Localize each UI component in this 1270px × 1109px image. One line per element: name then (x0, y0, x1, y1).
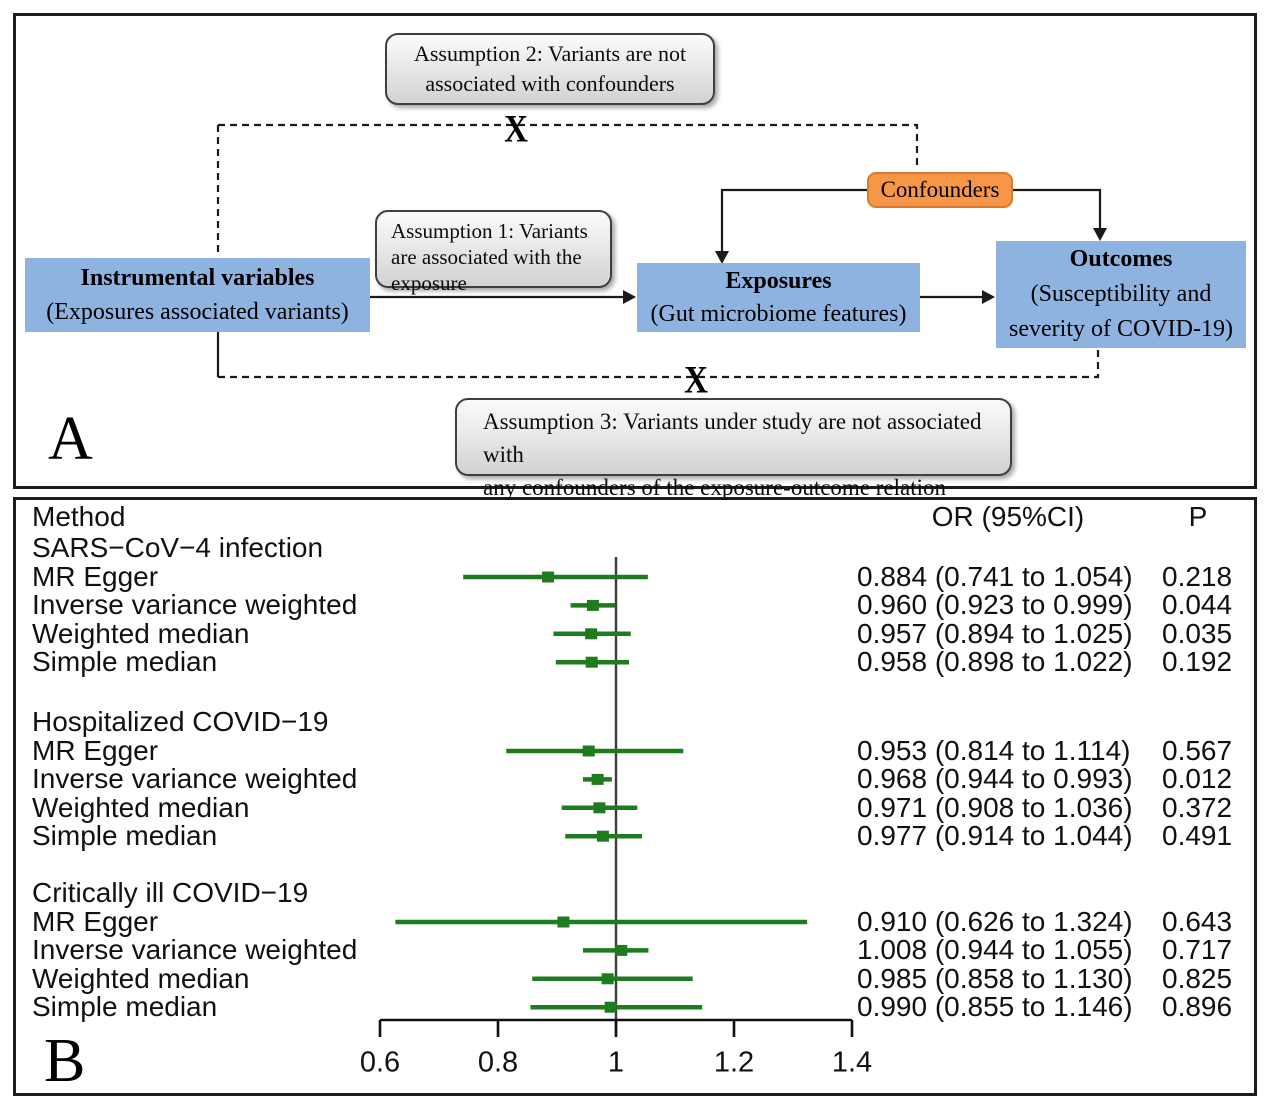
method-label: MR Egger (32, 735, 159, 766)
or-ci-value: 0.884 (0.741 to 1.054) (857, 561, 1133, 592)
exposures-box-subtitle: (Gut microbiome features) (650, 300, 907, 327)
or-marker (557, 916, 570, 928)
or-marker (585, 628, 598, 640)
p-value: 0.567 (1162, 735, 1233, 766)
confounders-label: Confounders (880, 177, 1000, 202)
or-marker (582, 745, 595, 757)
confounders-box: Confounders (867, 172, 1013, 208)
method-label: Simple median (32, 646, 218, 678)
p-value: 0.825 (1162, 962, 1233, 994)
column-header-p: P (1188, 501, 1208, 532)
method-label: Inverse variance weighted (32, 589, 358, 621)
exposures-box: Exposures (Gut microbiome features) (637, 263, 920, 332)
or-marker (542, 571, 555, 583)
assumption2-line1: Assumption 2: Variants are not (413, 41, 687, 66)
assumption2-dashed-path (216, 123, 919, 256)
method-label: MR Egger (32, 906, 159, 937)
or-ci-value: 1.008 (0.944 to 1.055) (857, 934, 1133, 966)
or-ci-value: 0.957 (0.894 to 1.025) (857, 617, 1133, 649)
assumption3-dashed-path (216, 332, 1100, 379)
method-label: Simple median (32, 991, 218, 1023)
p-value: 0.491 (1162, 820, 1233, 852)
p-value: 0.192 (1162, 646, 1233, 678)
outcomes-box-subtitle-line2: severity of COVID-19) (1009, 316, 1233, 342)
iv-to-exposures-arrow (370, 290, 636, 304)
assumption2-line2: associated with confounders (425, 71, 675, 96)
p-value: 0.372 (1162, 791, 1233, 823)
or-ci-value: 0.971 (0.908 to 1.036) (857, 791, 1133, 823)
assumption3-line1: Assumption 3: Variants under study are n… (483, 409, 982, 467)
or-ci-value: 0.910 (0.626 to 1.324) (857, 906, 1133, 937)
group-label: SARS−CoV−4 infection (32, 532, 324, 563)
confounders-to-exposures-arrow (715, 188, 867, 264)
or-ci-value: 0.985 (0.858 to 1.130) (857, 962, 1133, 994)
or-ci-value: 0.958 (0.898 to 1.022) (857, 646, 1133, 678)
cross-mark-assumption2: X (504, 107, 528, 151)
axis-tick-label: 1.4 (831, 1046, 873, 1079)
panel-a-border (13, 13, 1257, 489)
exposures-box-title: Exposures (725, 267, 832, 294)
or-ci-value: 0.953 (0.814 to 1.114) (857, 735, 1131, 766)
iv-box-title: Instrumental variables (80, 265, 315, 291)
group-label: Hospitalized COVID−19 (32, 706, 329, 737)
or-marker (585, 656, 598, 668)
assumption1-line1: Assumption 1: Variants (391, 219, 588, 243)
assumption1-box: Assumption 1: Variants are associated wi… (375, 210, 612, 295)
panel-a-label: A (48, 405, 93, 473)
method-label: Weighted median (32, 962, 250, 994)
or-ci-value: 0.977 (0.914 to 1.044) (857, 820, 1133, 852)
method-label: Simple median (32, 820, 218, 852)
p-value: 0.218 (1162, 561, 1233, 592)
or-marker (604, 1001, 617, 1013)
method-label: Weighted median (32, 791, 250, 823)
assumption3-box: Assumption 3: Variants under study are n… (455, 398, 1012, 500)
column-header-method: Method (32, 501, 126, 532)
or-ci-value: 0.968 (0.944 to 0.993) (857, 763, 1133, 795)
group-label: Critically ill COVID−19 (32, 877, 309, 908)
assumption2-box: Assumption 2: Variants are not associate… (385, 33, 715, 105)
instrumental-variables-box: Instrumental variables (Exposures associ… (25, 258, 370, 332)
cross-mark-assumption3: X (684, 358, 708, 402)
column-header-or-ci: OR (95%CI) (931, 501, 1085, 532)
or-ci-value: 0.960 (0.923 to 0.999) (857, 589, 1133, 621)
p-value: 0.717 (1162, 934, 1233, 966)
or-marker (601, 973, 614, 985)
outcomes-box-subtitle-line1: (Susceptibility and (1030, 281, 1212, 307)
p-value: 0.643 (1162, 906, 1233, 937)
or-marker (615, 944, 628, 956)
method-label: Inverse variance weighted (32, 763, 358, 795)
outcomes-box-title: Outcomes (1069, 246, 1173, 272)
assumption1-line3: exposure (391, 271, 467, 295)
forest-plot-graphics (378, 557, 854, 1037)
or-marker (593, 802, 606, 814)
or-marker (591, 773, 604, 785)
p-value: 0.044 (1162, 589, 1233, 621)
outcomes-box: Outcomes (Susceptibility and severity of… (996, 241, 1246, 348)
p-value: 0.896 (1162, 991, 1233, 1023)
panel-b-label: B (44, 1027, 86, 1095)
p-value: 0.012 (1162, 763, 1233, 795)
or-marker (596, 830, 609, 842)
axis-tick-label: 0.8 (477, 1046, 519, 1079)
axis-tick-label: 1.2 (713, 1046, 755, 1079)
method-label: Weighted median (32, 617, 250, 649)
or-ci-value: 0.990 (0.855 to 1.146) (857, 991, 1133, 1023)
panel-b-border (13, 497, 1257, 1096)
assumption1-line2: are associated with the (391, 245, 582, 269)
confounders-to-outcomes-arrow (1013, 188, 1107, 241)
assumption3-line2: any confounders of the exposure-outcome … (483, 475, 947, 500)
method-label: MR Egger (32, 561, 159, 592)
axis-tick-label: 1 (607, 1046, 625, 1079)
or-marker (586, 599, 599, 611)
method-label: Inverse variance weighted (32, 934, 358, 966)
axis-tick-label: 0.6 (359, 1046, 401, 1079)
exposures-to-outcomes-arrow (920, 290, 995, 304)
p-value: 0.035 (1162, 617, 1233, 649)
iv-box-subtitle: (Exposures associated variants) (46, 299, 349, 325)
